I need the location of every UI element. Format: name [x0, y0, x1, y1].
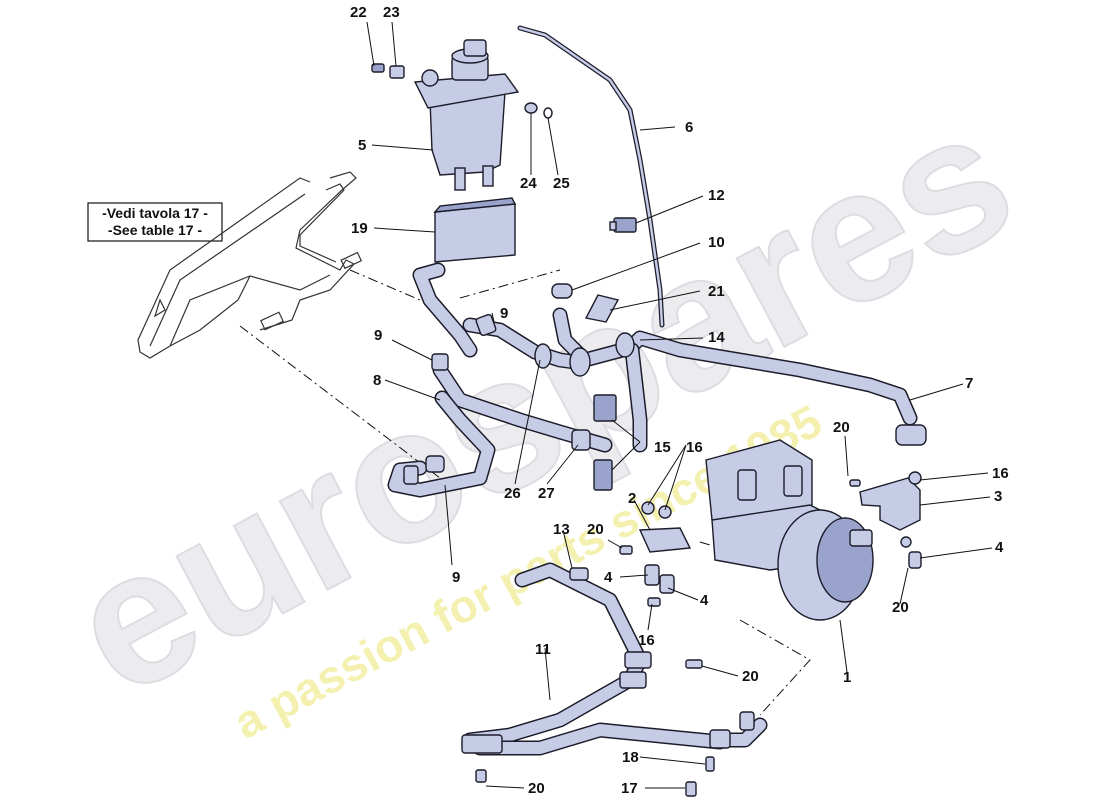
callout-20-pipe: 20 — [742, 668, 759, 685]
callout-20-bottom: 20 — [528, 780, 545, 797]
callout-18: 18 — [622, 749, 639, 766]
callout-1: 1 — [843, 669, 851, 686]
hose-fittings — [403, 313, 927, 754]
callout-26: 26 — [504, 485, 521, 502]
callout-9-bottom: 9 — [452, 569, 460, 586]
callout-20-mid: 20 — [587, 521, 604, 538]
callout-6: 6 — [685, 119, 693, 136]
callout-5: 5 — [358, 137, 366, 154]
callout-11: 11 — [535, 641, 551, 658]
leader-lines — [366, 21, 993, 789]
callout-20-top: 20 — [833, 419, 850, 436]
callout-14: 14 — [708, 329, 725, 346]
callout-22: 22 — [350, 4, 367, 21]
callout-27: 27 — [538, 485, 555, 502]
callout-16-right: 16 — [992, 465, 1009, 482]
callout-10: 10 — [708, 234, 725, 251]
callout-15: 15 — [654, 439, 671, 456]
callout-16-mid: 16 — [686, 439, 703, 456]
frame-structure — [137, 171, 363, 359]
callout-8: 8 — [373, 372, 381, 389]
callout-23: 23 — [383, 4, 400, 21]
callout-17: 17 — [621, 780, 638, 797]
callout-7: 7 — [965, 375, 973, 392]
callout-21: 21 — [708, 283, 725, 300]
vent-tube — [517, 25, 665, 328]
callout-3: 3 — [994, 488, 1002, 505]
steering-pump — [705, 439, 874, 621]
reservoir-tank — [413, 39, 520, 191]
reference-line-1: -Vedi tavola 17 - — [102, 205, 208, 221]
callout-13: 13 — [553, 521, 570, 538]
callout-2: 2 — [628, 490, 636, 507]
callout-24: 24 — [520, 175, 537, 192]
callout-19: 19 — [351, 220, 368, 237]
callout-20-lower: 20 — [892, 599, 909, 616]
hose-clamps — [551, 283, 620, 323]
callout-4-lower: 4 — [700, 592, 709, 609]
fasteners-top — [371, 63, 553, 119]
callout-labels: 22 23 5 24 25 6 12 19 10 21 9 9 14 8 7 1… — [350, 4, 1009, 797]
callout-9-left: 9 — [374, 327, 382, 344]
callout-12: 12 — [708, 187, 725, 204]
assembly-lines — [239, 269, 811, 716]
callout-9-top: 9 — [500, 305, 508, 322]
pump-mount — [475, 501, 715, 797]
callout-16-lower: 16 — [638, 632, 655, 649]
reference-line-2: -See table 17 - — [108, 222, 202, 238]
pump-bracket — [849, 471, 922, 569]
callout-4-mid: 4 — [604, 569, 613, 586]
reference-box: -Vedi tavola 17 - -See table 17 - — [87, 202, 223, 242]
reservoir-bracket — [433, 197, 517, 263]
callout-4-right: 4 — [995, 539, 1004, 556]
callout-25: 25 — [553, 175, 570, 192]
watermark-brand: eurospares — [40, 68, 1044, 736]
sensor-connector — [609, 217, 637, 233]
